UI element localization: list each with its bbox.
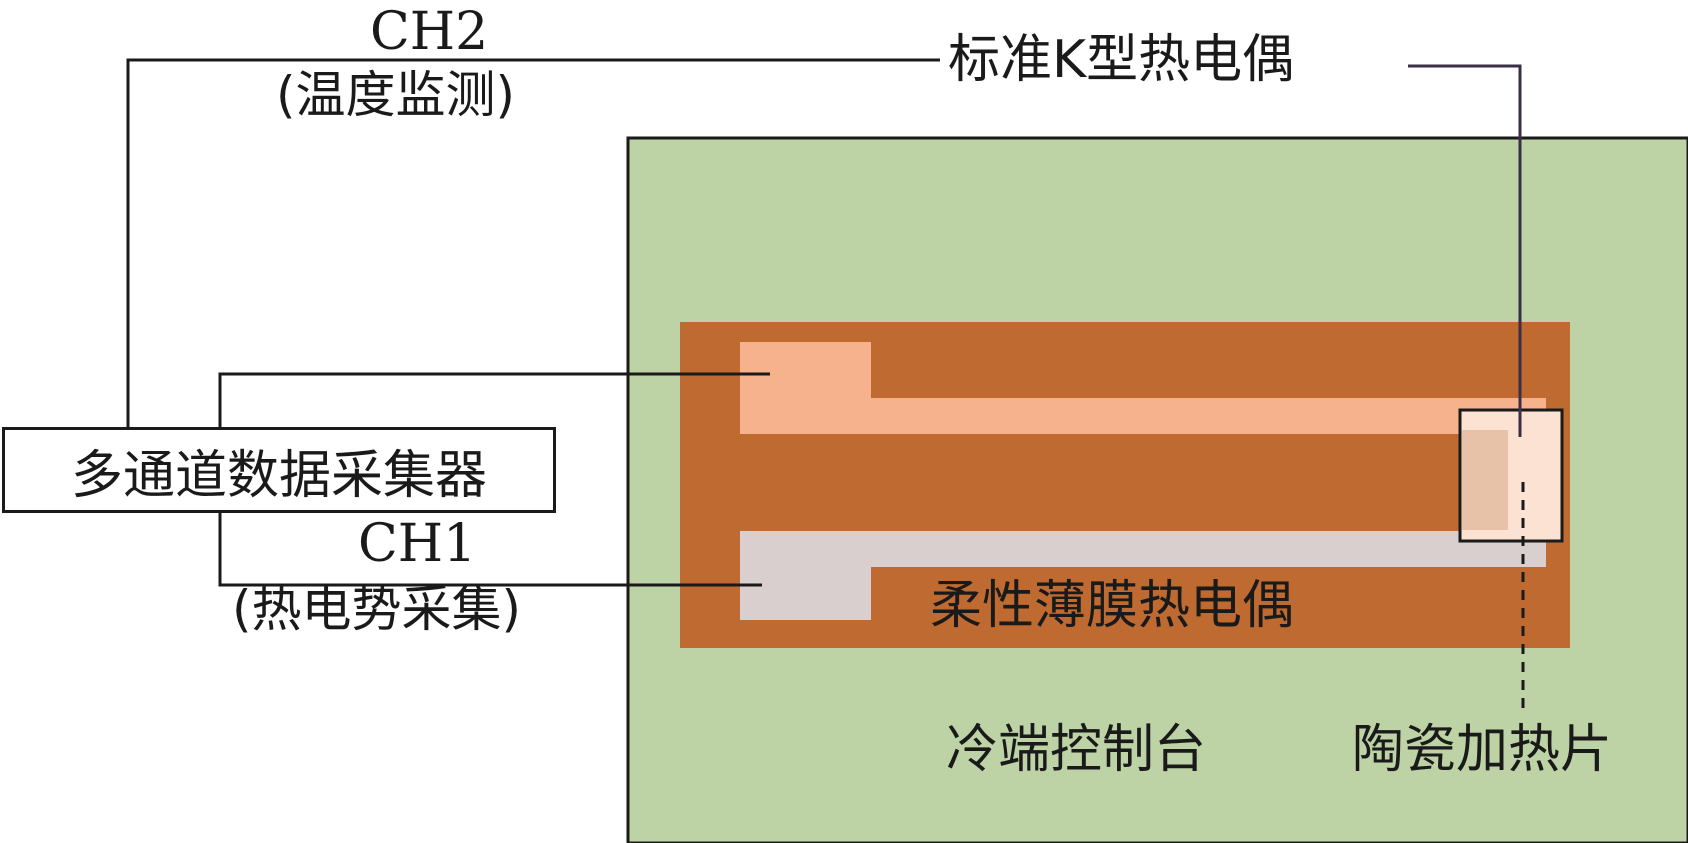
ch2-label: CH2 (370, 2, 489, 62)
ch1-description: (热电势采集) (232, 580, 522, 638)
ch2-description: (温度监测) (276, 66, 516, 124)
ch1-wire-upper (218, 372, 770, 427)
standard-k-thermocouple-wire (1408, 64, 1522, 437)
ch1-label: CH1 (358, 514, 477, 574)
lower-thermoelectrode (740, 531, 1546, 620)
ch2-wire (126, 58, 940, 427)
upper-thermoelectrode (740, 342, 1546, 434)
standard-k-thermocouple-label: 标准K型热电偶 (948, 30, 1295, 90)
ceramic-heater-label: 陶瓷加热片 (1352, 720, 1613, 780)
cold-end-control-stage-label: 冷端控制台 (946, 720, 1207, 780)
multichannel-data-acquisition-box: 多通道数据采集器 (2, 427, 556, 513)
flexible-film-thermocouple-label: 柔性薄膜热电偶 (930, 576, 1295, 636)
hot-junction-overlap (1462, 430, 1508, 530)
ch1-wire-lower (218, 513, 762, 587)
